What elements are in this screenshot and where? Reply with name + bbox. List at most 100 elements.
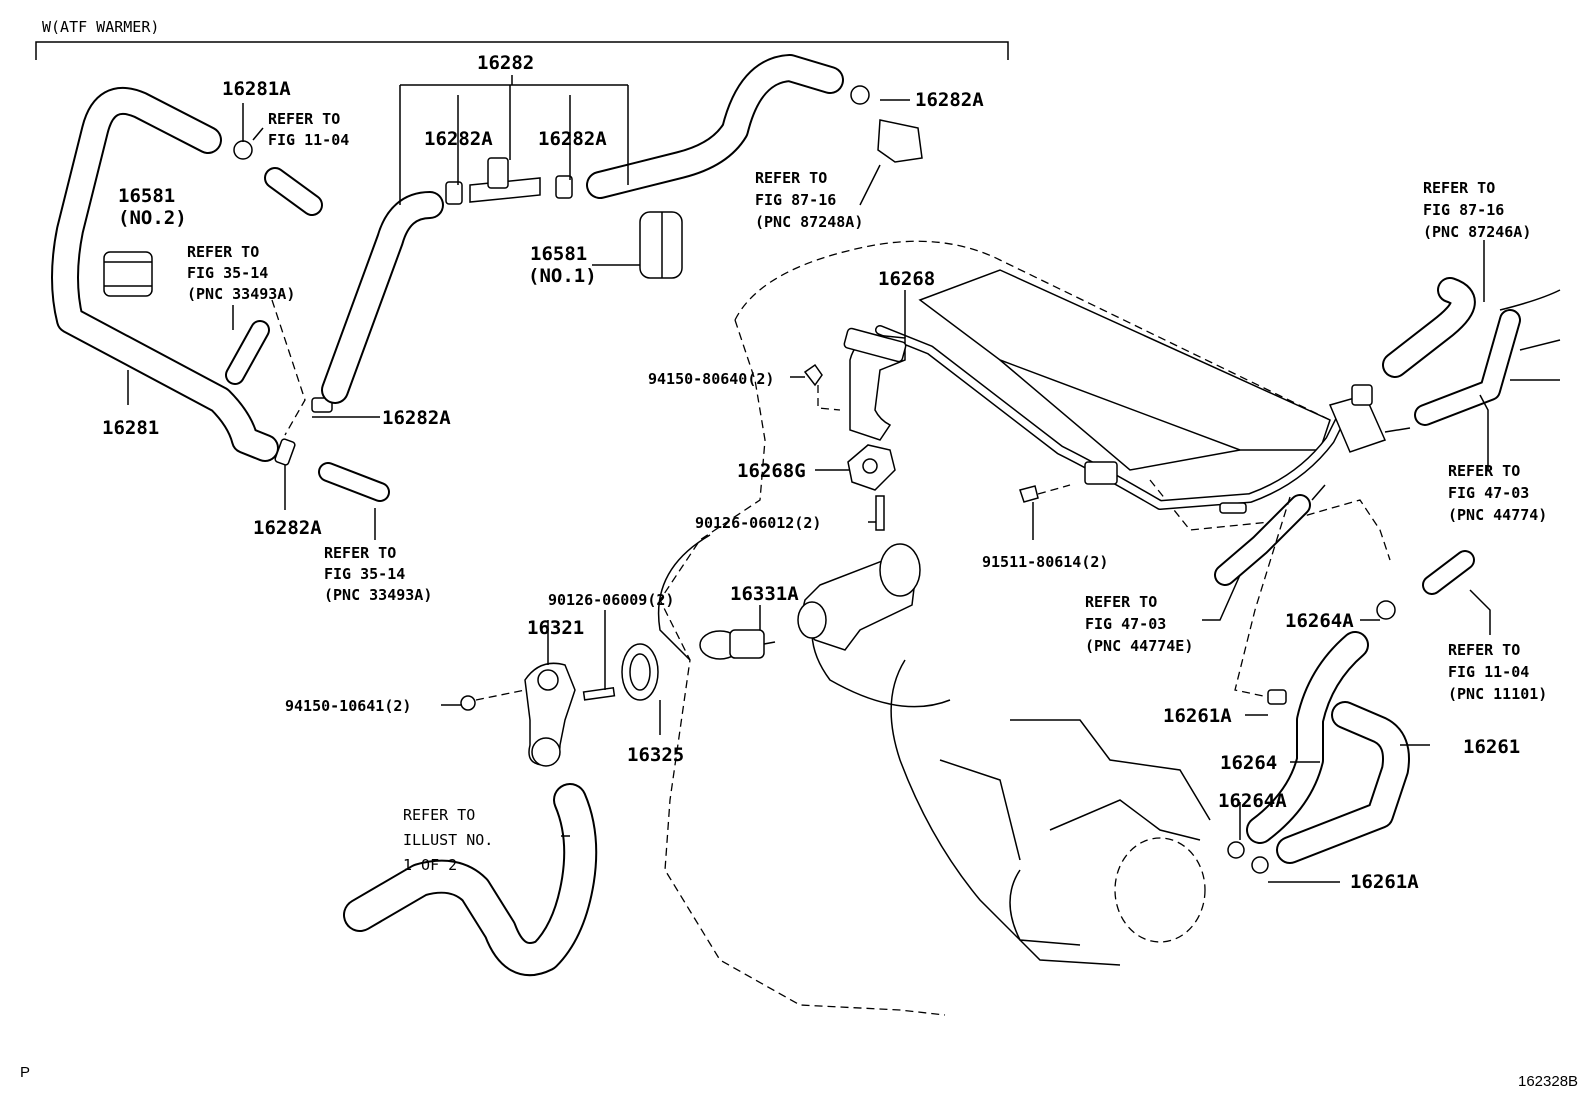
label-16281A: 16281A: [222, 78, 291, 100]
hose-illust-1of2: [343, 783, 598, 976]
header-bracket: [35, 41, 1009, 60]
label-16268: 16268: [878, 268, 935, 290]
label-90126-06012: 90126-06012(2): [695, 514, 821, 532]
dash-nut-10641: [475, 689, 526, 701]
clamp-16581-no1: [639, 211, 683, 279]
label-16264A-bottom: 16264A: [1218, 790, 1287, 812]
clamp-16581-no2: [103, 251, 153, 297]
svg-text:REFER TO: REFER TO: [268, 110, 340, 128]
stud-90126-06012: [875, 495, 885, 531]
svg-text:FIG 11-04: FIG 11-04: [268, 131, 349, 149]
pipe-11101: [1422, 550, 1475, 595]
ref-illust: REFER TO ILLUST NO. 1 OF 2: [403, 806, 493, 874]
svg-text:REFER TO: REFER TO: [1448, 641, 1520, 659]
ref-fig8716-right: REFER TO FIG 87-16 (PNC 87246A): [1423, 179, 1531, 241]
ref-fig8716-mid: REFER TO FIG 87-16 (PNC 87248A): [755, 169, 863, 231]
hose-44774E: [1214, 494, 1311, 586]
label-91511-80614: 91511-80614(2): [982, 553, 1108, 571]
svg-text:FIG 35-14: FIG 35-14: [324, 565, 405, 583]
footer-figure-code: 162328B: [1518, 1073, 1578, 1090]
label-16581-no1: 16581: [530, 243, 587, 265]
svg-text:REFER TO: REFER TO: [324, 544, 396, 562]
label-16581-no2-sub: (NO.2): [118, 207, 187, 229]
clamp-16282A-left: [445, 181, 463, 205]
thermostat-16331A: [699, 629, 776, 660]
label-16331A: 16331A: [730, 583, 799, 605]
svg-text:1 OF 2: 1 OF 2: [403, 856, 457, 874]
label-16261A-bottom: 16261A: [1350, 871, 1419, 893]
svg-text:FIG 11-04: FIG 11-04: [1448, 663, 1529, 681]
svg-text:REFER TO: REFER TO: [1423, 179, 1495, 197]
clamp-16261A-bottom: [1251, 856, 1269, 874]
tee-joint: [469, 157, 541, 203]
label-16264: 16264: [1220, 752, 1277, 774]
dash-nut-80640: [817, 385, 841, 411]
svg-text:REFER TO: REFER TO: [1085, 593, 1157, 611]
label-90126-06009: 90126-06009(2): [548, 591, 674, 609]
bracket-pipe: [1084, 461, 1118, 485]
svg-text:REFER TO: REFER TO: [755, 169, 827, 187]
dash-16261A: [1234, 496, 1291, 698]
label-16581-no1-sub: (NO.1): [528, 265, 597, 287]
svg-text:FIG 35-14: FIG 35-14: [187, 264, 268, 282]
pipe-3514-top: [225, 320, 270, 385]
flange-16268: [843, 327, 907, 441]
svg-text:(PNC 44774): (PNC 44774): [1448, 506, 1547, 524]
hose-16264: [1246, 631, 1369, 844]
valve-junction: [1328, 384, 1411, 453]
clamp-16281A: [233, 140, 253, 160]
ref-fig4703-mid: REFER TO FIG 47-03 (PNC 44774E): [1085, 593, 1193, 655]
label-94150-80640: 94150-80640(2): [648, 370, 774, 388]
nut-94150-10641: [460, 695, 476, 711]
ref-fig3514-bottom: REFER TO FIG 35-14 (PNC 33493A): [324, 544, 432, 604]
hose-16282-left: [321, 191, 444, 404]
dash-3514: [271, 299, 306, 436]
water-inlet-housing: [797, 543, 921, 651]
hose-16281: [51, 87, 279, 462]
label-16282A-left: 16282A: [424, 128, 493, 150]
stud-90126-06009: [582, 686, 616, 701]
ref-fig4703-right: REFER TO FIG 47-03 (PNC 44774): [1448, 462, 1547, 524]
ref-fig1104-top: REFER TO FIG 11-04: [268, 110, 349, 149]
footer-left-mark: P: [20, 1064, 30, 1081]
svg-text:(PNC 87248A): (PNC 87248A): [755, 213, 863, 231]
label-16264A-top: 16264A: [1285, 610, 1354, 632]
pipe-stub-mid: [1311, 484, 1326, 501]
header-caption: W(ATF WARMER): [42, 18, 159, 36]
svg-text:FIG 87-16: FIG 87-16: [1423, 201, 1504, 219]
leader-lines: [127, 75, 1491, 883]
svg-text:ILLUST NO.: ILLUST NO.: [403, 831, 493, 849]
pipe-3514-bottom: [318, 462, 390, 502]
ref-fig1104-right: REFER TO FIG 11-04 (PNC 11101): [1448, 641, 1547, 703]
leader-curve-06012: [657, 534, 711, 661]
clamp-16264A-bottom: [1227, 841, 1245, 859]
clamp-16261A-top: [1267, 689, 1287, 705]
clamp-16282A-right: [555, 175, 573, 199]
label-16282: 16282: [477, 52, 534, 74]
pipe-16268: [875, 325, 1345, 510]
label-16282A-top-right: 16282A: [915, 89, 984, 111]
hose-87246A: [1382, 277, 1476, 378]
label-16282A-bottom: 16282A: [253, 517, 322, 539]
svg-text:FIG 47-03: FIG 47-03: [1448, 484, 1529, 502]
label-16321: 16321: [527, 617, 584, 639]
gasket-16325: [621, 643, 659, 701]
nut-94150-80640: [803, 363, 823, 387]
svg-text:(PNC 87246A): (PNC 87246A): [1423, 223, 1531, 241]
water-inlet-16321: [524, 662, 576, 767]
clamp-16282A-bottom: [274, 438, 296, 466]
svg-text:REFER TO: REFER TO: [187, 243, 259, 261]
svg-text:(PNC 33493A): (PNC 33493A): [324, 586, 432, 604]
dash-bolt-91511: [1037, 484, 1071, 495]
label-16261: 16261: [1463, 736, 1520, 758]
label-94150-10641: 94150-10641(2): [285, 697, 411, 715]
clamp-16264A-top: [1376, 600, 1396, 620]
svg-text:FIG 87-16: FIG 87-16: [755, 191, 836, 209]
clamp-16282A-top-right: [850, 85, 870, 105]
pipe-stub-44774E: [1219, 502, 1247, 514]
label-16261A-top: 16261A: [1163, 705, 1232, 727]
valve-87248A: [877, 119, 923, 163]
svg-text:REFER TO: REFER TO: [403, 806, 475, 824]
